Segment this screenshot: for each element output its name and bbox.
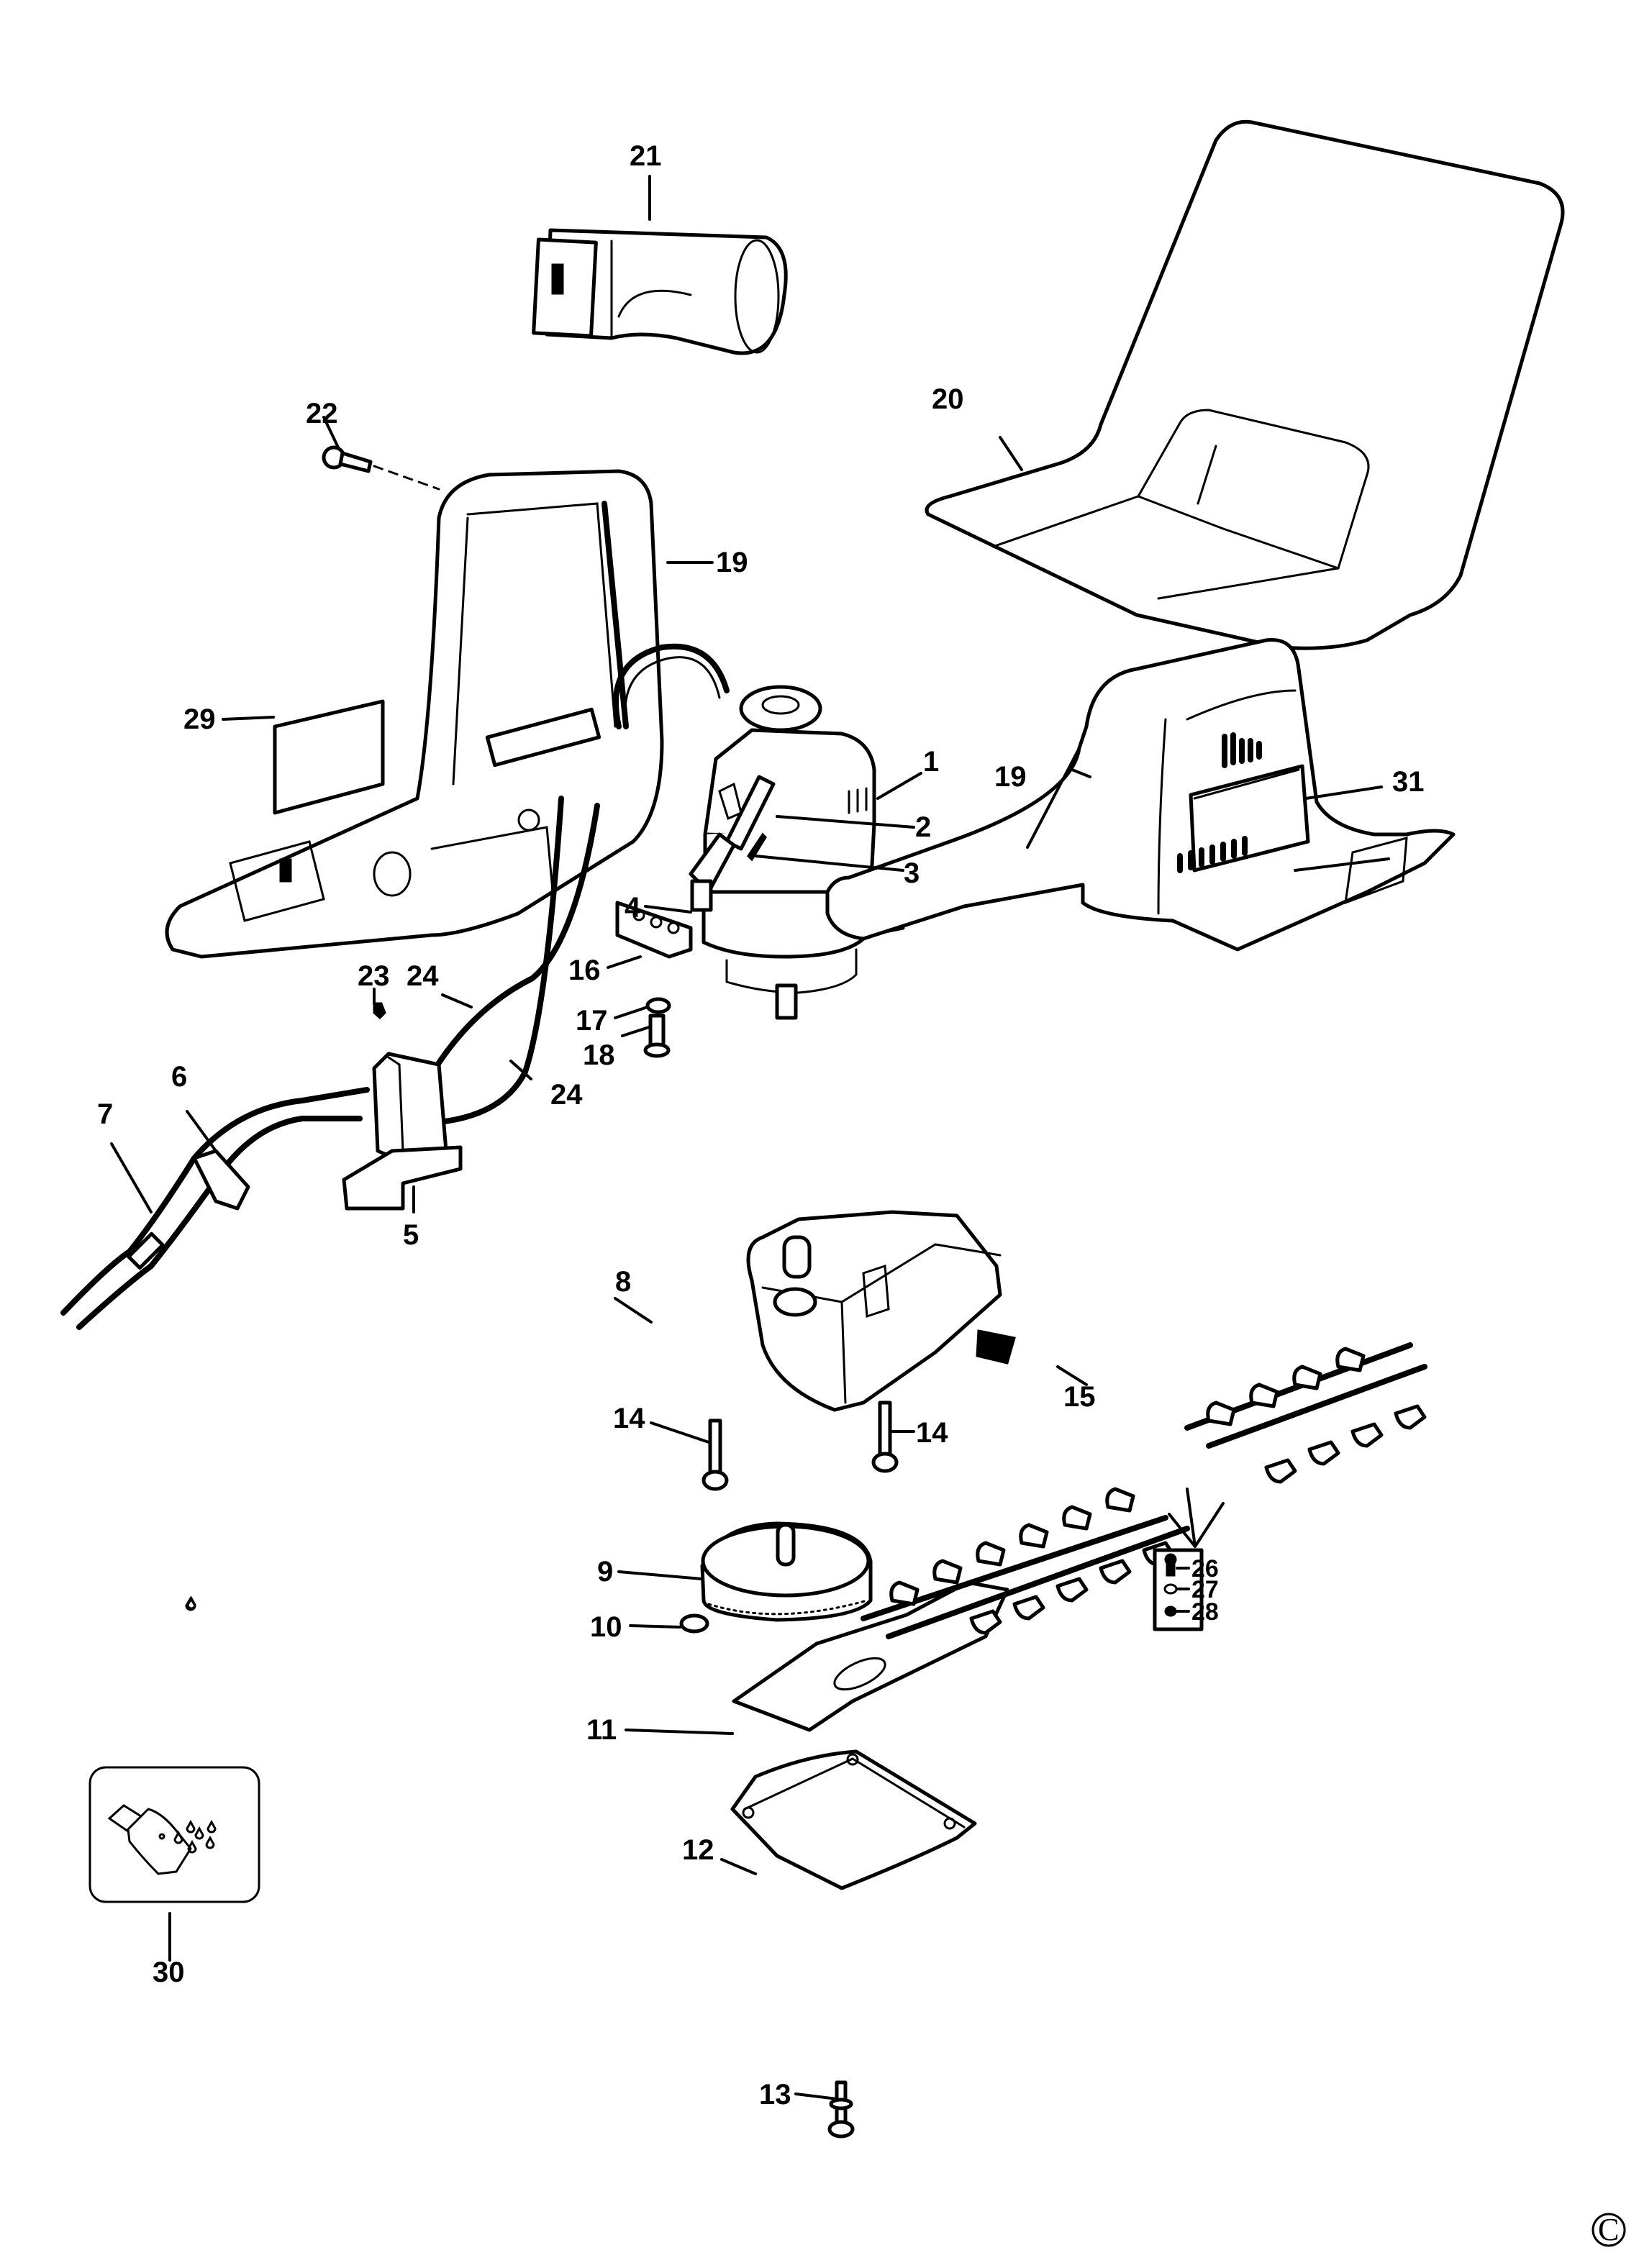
- label-3: 3: [904, 857, 920, 889]
- label-13: 13: [759, 2079, 791, 2110]
- label-1: 1: [923, 746, 939, 778]
- label-19a: 19: [716, 547, 748, 578]
- part-11-blade-assembly: [732, 1342, 1427, 1732]
- part-19-housing-right: [825, 638, 1456, 952]
- part-14-screw-right: [871, 1401, 899, 1473]
- part-16-terminal-block: [615, 901, 693, 959]
- label-27: 27: [1191, 1576, 1219, 1603]
- part-12-cover-plate: [730, 1749, 977, 1890]
- part-18-screw: [643, 1014, 671, 1058]
- label-24b: 24: [550, 1079, 583, 1111]
- part-7-power-cord: [60, 1087, 370, 1330]
- copyright-mark: C: [1592, 2212, 1626, 2247]
- label-5: 5: [403, 1219, 419, 1251]
- label-28: 28: [1191, 1598, 1219, 1626]
- label-22: 22: [306, 398, 338, 429]
- part-20-guard: [925, 119, 1565, 650]
- droplets-icon: [173, 1595, 217, 1854]
- part-24-switch-leads: [432, 796, 600, 1125]
- part-23-screw: [373, 1002, 386, 1020]
- part-4-brush-terminal: [689, 832, 736, 912]
- part-15-filter-pad: [976, 1329, 1016, 1365]
- part-19-housing-left: [165, 469, 664, 959]
- part-1-motor-assembly: [702, 685, 905, 1020]
- label-23: 23: [358, 960, 390, 992]
- label-26: 26: [1191, 1555, 1219, 1582]
- part-26-rivet-icon: [1164, 1553, 1177, 1577]
- label-20: 20: [932, 383, 964, 415]
- vent-slots-bottom: [1177, 836, 1248, 873]
- internal-wires: [613, 643, 730, 729]
- parts-26-28-inset: [1153, 1488, 1225, 1631]
- part-3-carbon-brush: [747, 832, 767, 862]
- lubricant-can-icon: [107, 1804, 192, 1875]
- label-9: 9: [597, 1556, 613, 1588]
- part-8-gear-housing: [746, 1210, 1002, 1412]
- label-4: 4: [625, 892, 641, 924]
- label-8: 8: [615, 1266, 631, 1298]
- part-2-brush-holder: [725, 775, 776, 851]
- part-22-screw: [322, 445, 440, 491]
- label-10: 10: [590, 1611, 622, 1643]
- part-31-label: [1193, 768, 1300, 800]
- label-2: 2: [915, 811, 931, 843]
- label-30: 30: [153, 1957, 185, 1988]
- part-labels: 21 22 19 29 20 1 19 2 31 3 4 16 23 24 17…: [97, 140, 1425, 2110]
- part-30-lubricant-box: [88, 1595, 260, 1962]
- label-14b: 14: [916, 1417, 948, 1449]
- part-28-nut-icon: [1164, 1606, 1177, 1617]
- part-9-gear: [700, 1521, 873, 1622]
- copyright-symbol: C: [1598, 2212, 1619, 2247]
- label-7: 7: [97, 1098, 113, 1130]
- label-24a: 24: [407, 960, 439, 992]
- part-29-label: [273, 699, 385, 815]
- part-21-end-cap: [532, 228, 788, 355]
- blade-teeth: [889, 1347, 1427, 1635]
- part-10-washer: [679, 1613, 709, 1634]
- part-14-screw-left: [702, 1418, 729, 1491]
- part-13-screw: [827, 2080, 855, 2139]
- vent-slots-top: [1222, 732, 1262, 768]
- part-6-cord-protector: [192, 1149, 250, 1211]
- label-18: 18: [583, 1039, 615, 1071]
- label-14a: 14: [613, 1403, 645, 1434]
- label-15: 15: [1063, 1381, 1096, 1413]
- label-12: 12: [682, 1834, 714, 1866]
- label-19b: 19: [994, 761, 1027, 793]
- label-11: 11: [586, 1714, 617, 1746]
- part-5-switch: [342, 1052, 463, 1211]
- label-6: 6: [171, 1061, 187, 1093]
- label-31: 31: [1392, 766, 1425, 798]
- label-21: 21: [630, 140, 662, 172]
- label-29: 29: [183, 703, 216, 735]
- part-17-washer: [645, 997, 671, 1014]
- part-27-washer-icon: [1163, 1583, 1178, 1595]
- label-17: 17: [576, 1005, 608, 1037]
- label-16: 16: [568, 955, 601, 986]
- leader-lines: [110, 175, 1390, 2100]
